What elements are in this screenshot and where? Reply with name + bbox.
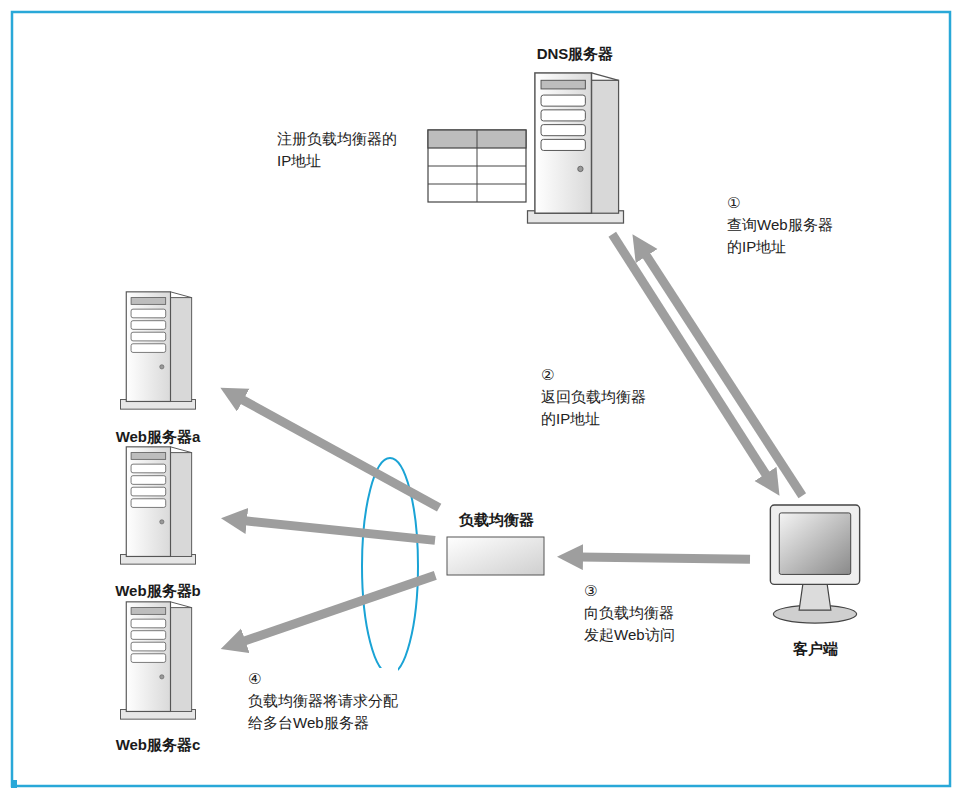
node-label: Web服务器b bbox=[115, 581, 201, 601]
web-server: Web服务器a bbox=[100, 284, 216, 446]
web-server: Web服务器b bbox=[100, 440, 216, 600]
dns-server: DNS服务器 bbox=[510, 44, 640, 230]
web-server-icon bbox=[121, 447, 196, 564]
flow-arrow bbox=[644, 253, 802, 496]
flow-arrow bbox=[243, 521, 435, 541]
web-server-icon bbox=[121, 292, 196, 409]
edge-label: ③ 向负载均衡器 发起Web访问 bbox=[584, 580, 675, 645]
flow-arrow bbox=[612, 234, 767, 477]
step-note: ④ 负载均衡器将请求分配 给多台Web服务器 bbox=[248, 668, 398, 733]
web-server: Web服务器c bbox=[100, 594, 216, 754]
frame-mark bbox=[11, 780, 17, 788]
flow-arrow bbox=[579, 557, 750, 559]
edge-label: ② 返回负载均衡器 的IP地址 bbox=[541, 364, 646, 429]
dns-table-icon bbox=[428, 130, 526, 202]
note-text: 注册负载均衡器的 IP地址 bbox=[277, 128, 397, 172]
load-balancer-box bbox=[447, 537, 544, 575]
flow-arrow bbox=[240, 398, 439, 507]
frame bbox=[12, 12, 950, 786]
flow-arrow bbox=[242, 575, 436, 642]
web-server-icon bbox=[121, 602, 196, 719]
node-label: Web服务器c bbox=[116, 735, 201, 755]
node-label: Web服务器a bbox=[116, 427, 201, 447]
dns-server-icon bbox=[528, 73, 624, 223]
node-label: 客户端 bbox=[793, 639, 838, 659]
edge-label: ① 查询Web服务器 的IP地址 bbox=[727, 192, 833, 257]
node-label: DNS服务器 bbox=[537, 44, 614, 64]
client-monitor-icon bbox=[770, 505, 859, 623]
node-label: 负载均衡器 bbox=[459, 510, 534, 530]
load-balancer: 负载均衡器 bbox=[440, 510, 552, 580]
client: 客户端 bbox=[755, 500, 875, 658]
